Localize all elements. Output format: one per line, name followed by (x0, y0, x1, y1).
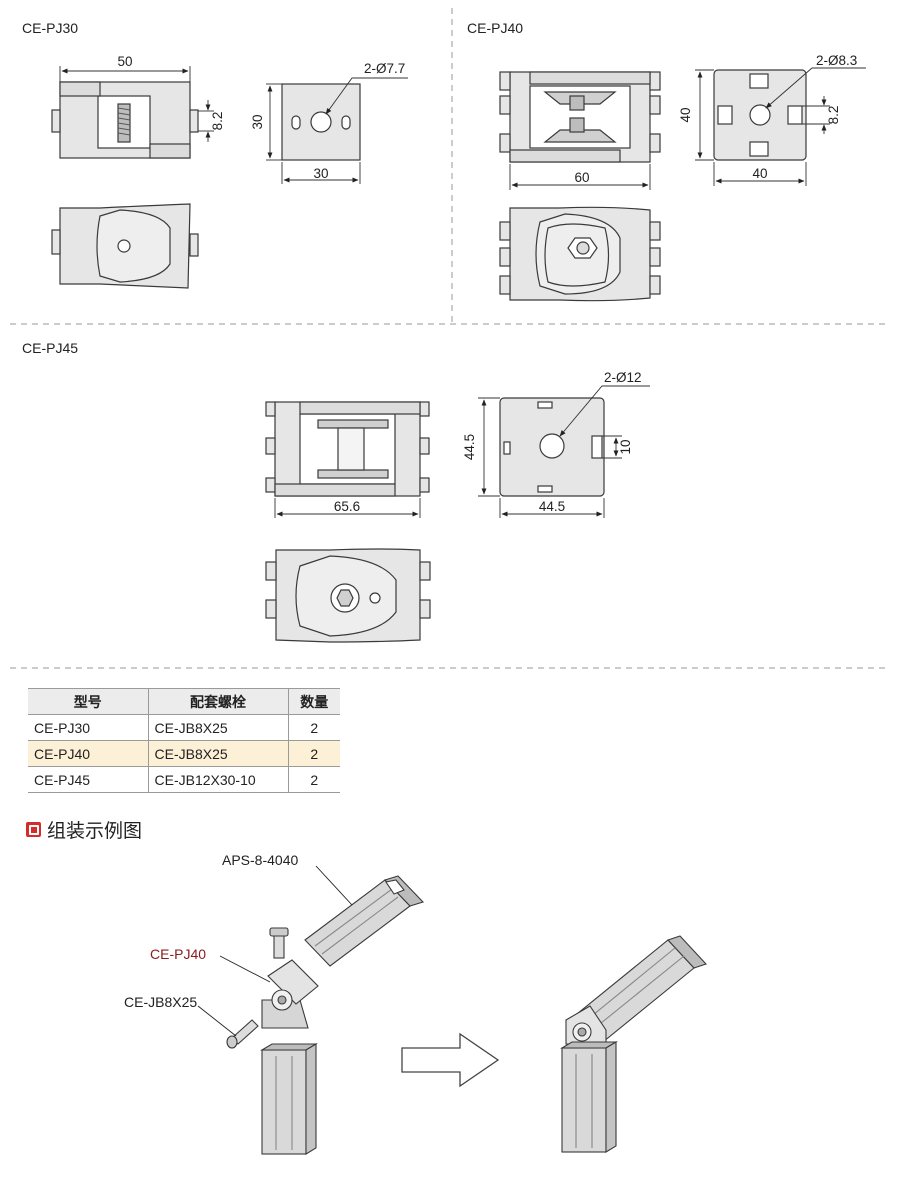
assembly-title-text: 组装示例图 (47, 821, 143, 842)
row-qty: 2 (287, 740, 340, 767)
pj40-title: CE-PJ40 (467, 20, 524, 36)
spec-table: 型号 配套螺栓 数量 CE-PJ30 CE-JB8X25 2 CE-PJ40 C… (28, 688, 340, 793)
assembly-section-title: 组装示例图 (26, 816, 142, 843)
pj45-front-view (265, 401, 430, 497)
dimension-texts: 50 2-Ø7.7 8.2 30 30 60 2-Ø8.3 40 8.2 40 … (117, 53, 857, 514)
pj40-dim-slot: 8.2 (826, 106, 841, 125)
bolt-side (226, 1019, 259, 1049)
row-model: CE-PJ40 (28, 740, 148, 767)
row-qty: 2 (287, 766, 340, 793)
pj45-dim-side-width: 44.5 (539, 499, 565, 514)
pj45-dim-width: 65.6 (334, 499, 360, 514)
table-row: CE-PJ40 CE-JB8X25 2 (28, 740, 340, 767)
pj45-dim-hole: 2-Ø12 (604, 370, 642, 385)
assembly-leaders (197, 865, 353, 1037)
square-bullet-icon (26, 822, 41, 837)
header-qty: 数量 (287, 688, 340, 715)
profile-upper-left (304, 875, 425, 967)
pj30-front-view (51, 81, 199, 159)
pj45-end-view (499, 397, 605, 497)
pj45-dim-height: 44.5 (462, 434, 477, 460)
pj40-dim-side-width: 40 (752, 166, 767, 181)
pj40-end-view (713, 69, 807, 161)
pj30-dim-width: 50 (117, 54, 132, 69)
row-qty: 2 (287, 714, 340, 741)
header-model: 型号 (28, 688, 148, 715)
profile-lower-left (260, 1043, 318, 1155)
callout-bolt: CE-JB8X25 (124, 994, 198, 1010)
pj40-front-view (499, 71, 661, 163)
pj45-title: CE-PJ45 (22, 340, 79, 356)
pj40-dim-height: 40 (678, 107, 693, 122)
row-bolt: CE-JB12X30-10 (147, 766, 288, 793)
pj30-side-view (51, 203, 199, 289)
header-bolt: 配套螺栓 (147, 688, 288, 715)
table-header-row: 型号 配套螺栓 数量 (28, 688, 340, 715)
pj40-dim-hole: 2-Ø8.3 (816, 53, 857, 68)
pj30-dim-slot: 8.2 (210, 112, 225, 131)
pj30-dim-side-width: 30 (313, 166, 328, 181)
connector-pj40 (261, 959, 319, 1029)
dimension-lines (59, 66, 866, 518)
callout-profile: APS-8-4040 (222, 852, 299, 868)
assembly-illustration (197, 865, 707, 1155)
row-bolt: CE-JB8X25 (147, 714, 288, 741)
table-row: CE-PJ30 CE-JB8X25 2 (28, 714, 340, 741)
row-bolt: CE-JB8X25 (147, 740, 288, 767)
pj30-dim-hole: 2-Ø7.7 (364, 61, 405, 76)
arrow-icon (401, 1032, 500, 1088)
assembled-result (560, 935, 707, 1153)
row-model: CE-PJ30 (28, 714, 148, 741)
pj40-dim-width: 60 (574, 170, 589, 185)
table-row: CE-PJ45 CE-JB12X30-10 2 (28, 766, 340, 793)
pj45-dim-slot: 10 (618, 439, 633, 454)
pj30-dim-height: 30 (250, 114, 265, 129)
section-dividers (10, 8, 890, 669)
row-model: CE-PJ45 (28, 766, 148, 793)
pj30-end-view (281, 83, 361, 161)
pj45-side-view (265, 548, 431, 643)
callout-connector: CE-PJ40 (150, 946, 207, 962)
pj30-title: CE-PJ30 (22, 20, 79, 36)
pj40-side-view (499, 206, 661, 302)
bolt-top (269, 927, 289, 959)
